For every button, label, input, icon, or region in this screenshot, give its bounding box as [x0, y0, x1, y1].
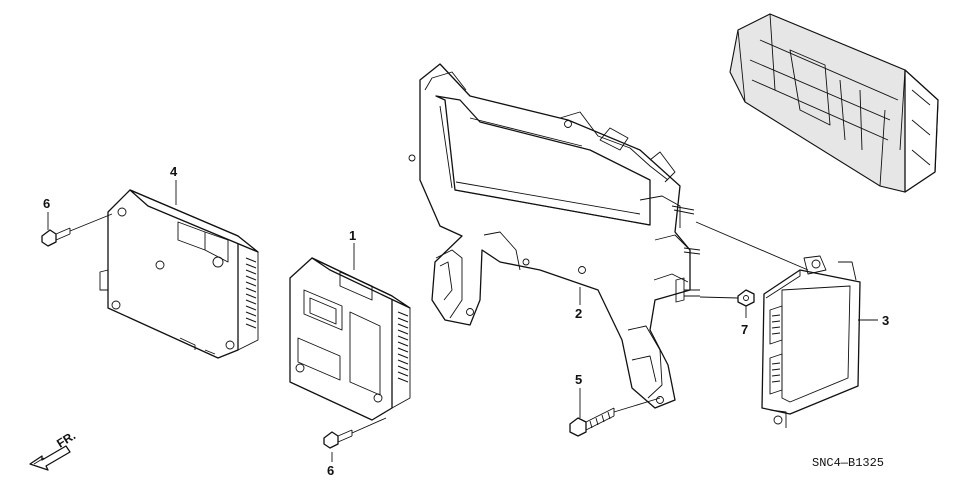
leader-lines: [47, 180, 878, 462]
control-unit-part-1: [289, 257, 411, 421]
callout-part-7: 7: [741, 322, 748, 337]
bolt-part-5: [569, 407, 615, 437]
bolt-part-6-left: [41, 227, 71, 247]
callout-part-6-center: 6: [327, 463, 334, 478]
callout-part-4: 4: [170, 164, 178, 179]
callout-part-6-left: 6: [43, 196, 50, 211]
callout-part-3: 3: [882, 313, 889, 328]
diagram-code: SNC4—B1325: [812, 456, 884, 470]
bolt-part-6-center: [323, 429, 353, 449]
callout-part-2: 2: [575, 306, 582, 321]
bracket-frame-part-2: [408, 63, 701, 409]
front-direction-label: FR.: [54, 428, 78, 450]
callout-part-1: 1: [349, 228, 356, 243]
front-direction-arrow-icon: [29, 445, 71, 471]
callout-part-5: 5: [575, 372, 582, 387]
control-unit-part-4: [99, 189, 259, 359]
nut-part-7: [737, 289, 755, 307]
control-unit-part-3: [761, 255, 861, 428]
dashboard-inset-illustration: [729, 13, 939, 193]
